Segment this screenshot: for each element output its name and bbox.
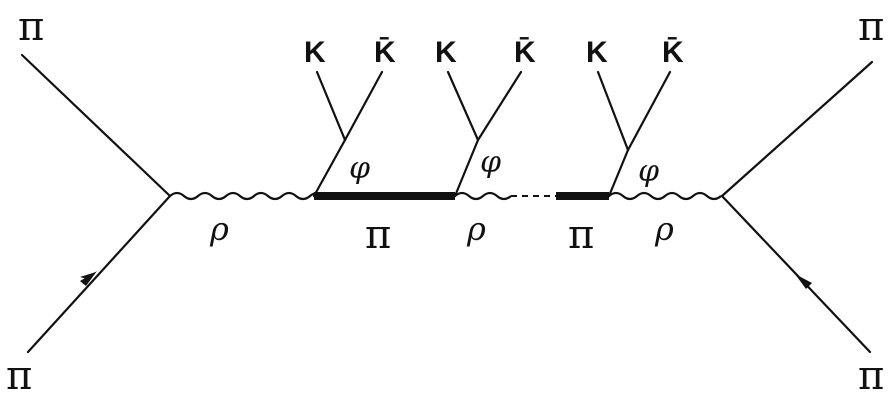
arrow-right-head — [795, 274, 812, 289]
phi-line-3 — [607, 148, 630, 198]
label-pi-propagator-1: π — [365, 212, 391, 258]
rho-propagator-1 — [169, 191, 325, 201]
rho-propagator-3 — [608, 191, 722, 201]
kbar-line-3 — [626, 70, 672, 152]
label-rho-1: ρ — [209, 210, 229, 248]
label-k-3: K — [586, 36, 608, 69]
rho-propagator-2 — [454, 191, 512, 201]
phi-line-1 — [312, 138, 347, 198]
label-k-1: K — [304, 36, 326, 69]
label-k-2: K — [435, 36, 457, 69]
label-phi-3: φ — [638, 154, 659, 189]
pi-line-bottom-left — [26, 194, 172, 354]
phi-line-2 — [453, 138, 480, 198]
pi-line-top-right — [720, 60, 874, 198]
pi-line-bottom-right — [720, 194, 872, 354]
kbar-line-2 — [476, 70, 523, 142]
label-pi-bottom-right: π — [858, 353, 884, 395]
label-pi-bottom-left: π — [6, 353, 32, 395]
label-phi-1: φ — [349, 151, 370, 186]
label-pi-top-left: π — [18, 4, 44, 50]
pi-line-top-left — [20, 53, 172, 198]
label-kbar-1: K̄ — [374, 36, 396, 69]
label-rho-2: ρ — [466, 210, 486, 248]
label-pi-propagator-2: π — [568, 212, 594, 258]
kbar-line-1 — [343, 70, 384, 142]
k-line-3 — [596, 70, 630, 152]
label-kbar-2: K̄ — [514, 36, 536, 69]
label-rho-3: ρ — [654, 210, 674, 248]
label-phi-2: φ — [480, 145, 501, 180]
k-line-1 — [315, 70, 347, 142]
k-line-2 — [446, 70, 480, 142]
label-kbar-3: K̄ — [662, 36, 684, 69]
label-pi-top-right: π — [858, 4, 884, 50]
arrow-left-head — [80, 271, 97, 286]
